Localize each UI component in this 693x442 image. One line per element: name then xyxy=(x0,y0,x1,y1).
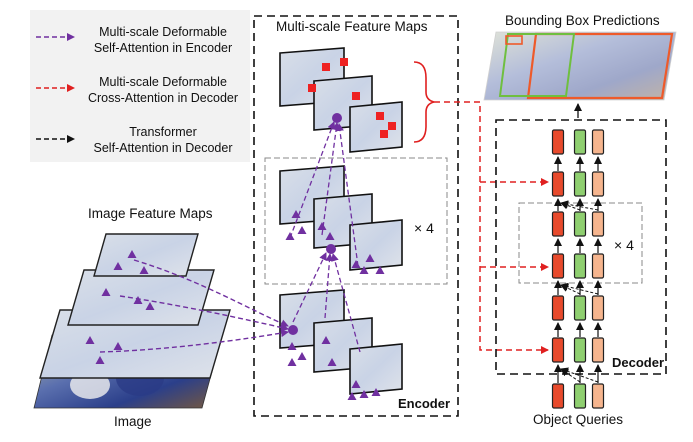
sampling-point-triangle xyxy=(359,265,369,275)
decoder-self-attention-arrow xyxy=(560,368,581,383)
image-feature-pyramid xyxy=(39,233,231,379)
query-block xyxy=(551,211,565,237)
query-block xyxy=(591,295,605,321)
query-block xyxy=(591,337,605,363)
sampling-point-triangle xyxy=(321,335,331,345)
sampling-point-triangle xyxy=(325,231,335,241)
sampling-point-triangle xyxy=(95,355,105,365)
reference-point-square xyxy=(352,92,360,100)
bounding-box-prediction-image xyxy=(483,31,677,101)
sampling-point-triangle xyxy=(351,259,361,269)
encoder-feature-maps xyxy=(279,47,403,401)
query-block xyxy=(573,337,587,363)
sampling-point-triangle xyxy=(127,249,137,259)
sampling-point-triangle xyxy=(145,301,155,311)
query-block xyxy=(591,129,605,155)
query-block xyxy=(551,337,565,363)
query-block xyxy=(551,253,565,279)
sampling-point-triangle xyxy=(285,231,295,241)
legend xyxy=(30,10,250,162)
query-block xyxy=(573,171,587,197)
reference-point-square xyxy=(380,130,388,138)
reference-point-square xyxy=(376,112,384,120)
pyramid-sampling-points xyxy=(85,249,155,365)
sampling-point-triangle xyxy=(297,225,307,235)
sampling-point-triangle xyxy=(359,389,369,399)
feature-map xyxy=(349,101,403,153)
decoder-query-columns xyxy=(551,129,605,409)
sampling-point-triangle xyxy=(287,357,297,367)
query-point xyxy=(326,244,336,254)
feature-map xyxy=(349,219,403,271)
image-label: Image xyxy=(114,414,152,429)
decoder-self-attention-arrow xyxy=(560,367,599,383)
query-block xyxy=(573,129,587,155)
image-feature-maps-label: Image Feature Maps xyxy=(88,206,213,221)
sampling-point-triangle xyxy=(113,261,123,271)
sampling-point-triangle xyxy=(297,351,307,361)
query-block xyxy=(573,253,587,279)
legend-decoder-self-attention-label: Transformer Self-Attention in Decoder xyxy=(93,125,233,155)
query-block xyxy=(591,383,605,409)
encoder-box xyxy=(253,15,459,417)
legend-encoder-attention-label: Multi-scale Deformable Self-Attention in… xyxy=(93,25,233,55)
sampling-point-triangle xyxy=(351,379,361,389)
sampling-point-triangle xyxy=(287,341,297,351)
multi-scale-feature-maps-label: Multi-scale Feature Maps xyxy=(276,19,428,34)
decoder-label: Decoder xyxy=(612,355,665,370)
sampling-point-triangle xyxy=(327,357,337,367)
sampling-point-triangle xyxy=(365,253,375,263)
query-block xyxy=(551,129,565,155)
reference-point-square xyxy=(388,122,396,130)
query-block xyxy=(591,253,605,279)
decoder-self-attention-arrow xyxy=(560,200,599,211)
query-point xyxy=(288,325,298,335)
reference-point-square xyxy=(322,63,330,71)
query-point xyxy=(332,113,342,123)
sampling-point-triangle xyxy=(317,221,327,231)
encoder-label: Encoder xyxy=(398,396,451,411)
sampling-point-triangle xyxy=(371,387,381,397)
encoder-repeat-box xyxy=(264,157,448,285)
bounding-box-predictions-label: Bounding Box Predictions xyxy=(505,13,660,28)
reference-point-square xyxy=(340,58,348,66)
legend-cross-attention-label: Multi-scale Deformable Cross-Attention i… xyxy=(87,75,239,105)
object-queries-label: Object Queries xyxy=(533,412,624,427)
decoder-box xyxy=(495,119,667,375)
sampling-point-triangle xyxy=(139,265,149,275)
query-block xyxy=(551,295,565,321)
sampling-point-triangle xyxy=(291,209,301,219)
sampling-point-triangle xyxy=(113,341,123,351)
encoder-output-brace xyxy=(413,61,435,143)
sampling-point-triangle xyxy=(85,335,95,345)
query-block xyxy=(551,171,565,197)
query-block xyxy=(573,211,587,237)
query-block xyxy=(591,211,605,237)
sampling-point-triangle xyxy=(347,391,357,401)
query-block xyxy=(573,383,587,409)
sampling-point-triangle xyxy=(375,265,385,275)
encoder-layer-arrows xyxy=(289,121,361,353)
encoder-input-arrows xyxy=(99,259,289,353)
decoder-repeat-label: × 4 xyxy=(614,237,634,253)
feature-map xyxy=(349,343,403,395)
decoder-self-attention-arrow xyxy=(560,284,581,295)
decoder-self-attention-arrow xyxy=(560,282,599,295)
query-block xyxy=(573,295,587,321)
query-block xyxy=(591,171,605,197)
encoder-repeat-label: × 4 xyxy=(414,220,434,236)
reference-point-square xyxy=(308,84,316,92)
cross-attention-arrows xyxy=(434,101,549,354)
sampling-point-triangle xyxy=(101,287,111,297)
query-block xyxy=(551,383,565,409)
sampling-point-triangle xyxy=(133,295,143,305)
